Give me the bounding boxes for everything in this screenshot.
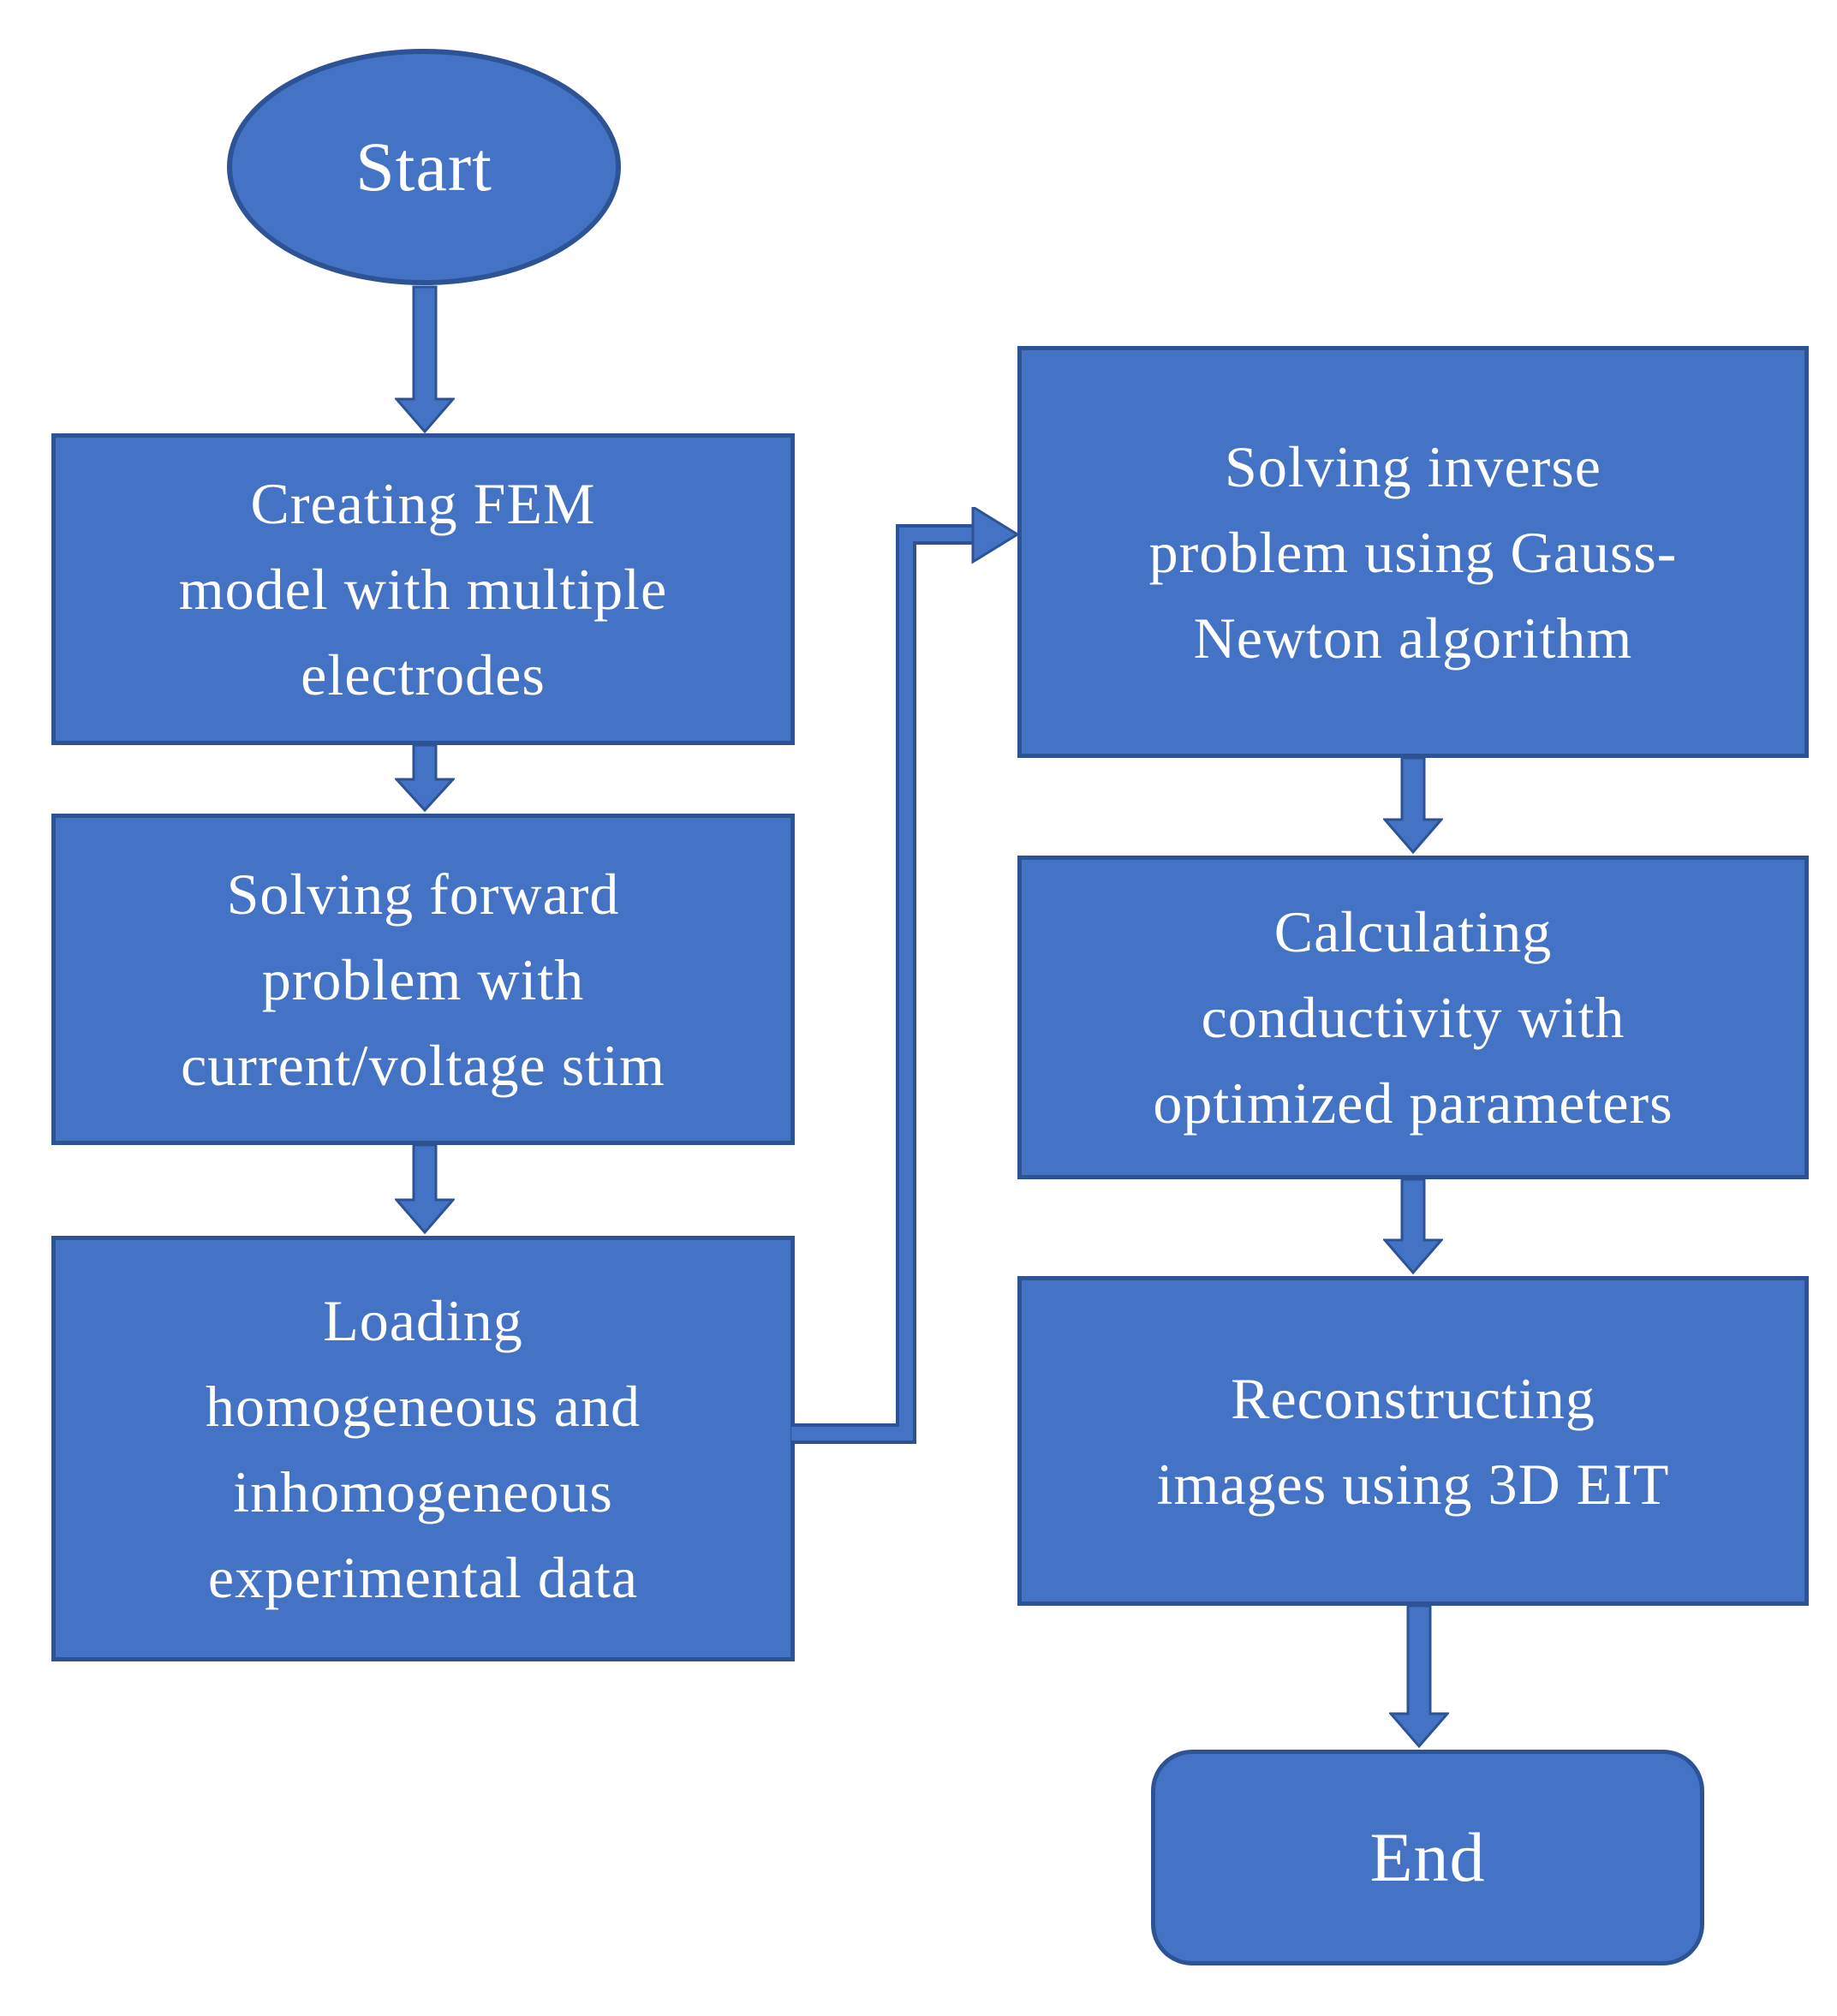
creating-fem-box: Creating FEM model with multiple electro… — [51, 433, 795, 745]
arrow-conductivity-to-reconstruct-icon — [1383, 1179, 1443, 1275]
solving-forward-box: Solving forward problem with current/vol… — [51, 814, 795, 1145]
elbow-connector-loading-to-inverse-icon — [791, 507, 1020, 1444]
loading-data-label: Loading homogeneous and inhomogeneous ex… — [206, 1287, 641, 1610]
solving-forward-label: Solving forward problem with current/vol… — [181, 861, 665, 1098]
reconstructing-images-box: Reconstructing images using 3D EIT — [1017, 1276, 1809, 1606]
arrow-fem-to-forward-icon — [395, 745, 455, 813]
arrow-inverse-to-conductivity-icon — [1383, 758, 1443, 855]
calculating-conductivity-box: Calculating conductivity with optimized … — [1017, 856, 1809, 1179]
arrow-forward-to-loading-icon — [395, 1145, 455, 1235]
end-terminator: End — [1151, 1750, 1704, 1965]
start-label: Start — [355, 128, 492, 206]
start-terminator: Start — [227, 49, 621, 285]
solving-inverse-box: Solving inverse problem using Gauss- New… — [1017, 346, 1809, 758]
reconstructing-images-label: Reconstructing images using 3D EIT — [1156, 1365, 1670, 1517]
arrow-reconstruct-to-end-icon — [1389, 1606, 1449, 1749]
solving-inverse-label: Solving inverse problem using Gauss- New… — [1148, 433, 1678, 671]
creating-fem-label: Creating FEM model with multiple electro… — [178, 471, 668, 707]
end-label: End — [1369, 1818, 1486, 1896]
calculating-conductivity-label: Calculating conductivity with optimized … — [1153, 899, 1673, 1136]
loading-data-box: Loading homogeneous and inhomogeneous ex… — [51, 1236, 795, 1661]
arrow-start-to-fem-icon — [395, 285, 455, 434]
